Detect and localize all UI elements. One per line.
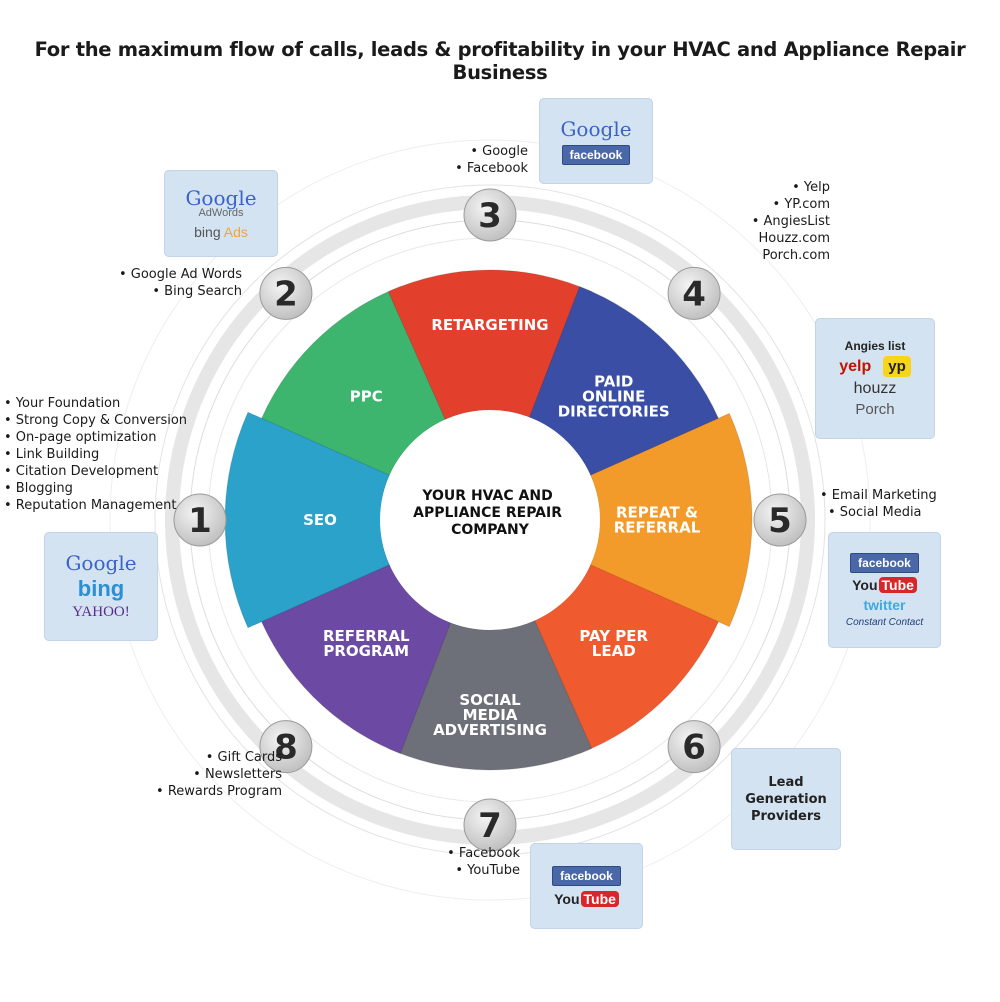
lead-generation-label: Lead Generation Providers: [745, 774, 827, 824]
list-item: • Reputation Management: [4, 498, 177, 513]
seo-logo-box: Google bing YAHOO!: [44, 532, 158, 641]
seo-bullet-list: • Your Foundation • Strong Copy & Conver…: [4, 395, 187, 514]
angies-list-logo: Angies list: [844, 339, 906, 353]
step-number-1: 1: [173, 493, 227, 547]
list-item: • Google: [470, 144, 528, 159]
step-number-7: 7: [463, 798, 517, 852]
step-number-6: 6: [667, 720, 721, 774]
ppc-logo-box: Google AdWords bing Ads: [164, 170, 278, 257]
lead-generation-box: Lead Generation Providers: [731, 748, 841, 850]
google-logo: Google: [560, 116, 632, 141]
directories-bullet-list: • Yelp • YP.com • AngiesList Houzz.com P…: [740, 179, 830, 264]
list-item: • Blogging: [4, 481, 73, 496]
facebook-logo: facebook: [552, 865, 621, 886]
segment-label-seo: SEO: [303, 511, 337, 529]
yahoo-logo: YAHOO!: [72, 604, 130, 620]
svg-text:4: 4: [682, 274, 706, 314]
list-item: • Gift Cards: [205, 750, 282, 765]
houzz-logo: houzz: [853, 380, 897, 397]
list-item: • Yelp: [792, 180, 830, 195]
list-item: • Link Building: [4, 447, 100, 462]
segment-label-ppc: PPC: [350, 387, 383, 405]
constant-contact-logo: Constant Contact: [845, 616, 924, 628]
center-hub: [380, 410, 600, 630]
segment-label-retargeting: RETARGETING: [431, 316, 548, 334]
list-item: • YouTube: [455, 863, 520, 878]
center-label-line-2: APPLIANCE REPAIR: [413, 505, 562, 521]
google-logo: Google: [65, 551, 137, 575]
directories-logo-box: Angies list yelp yp houzz Porch: [815, 318, 935, 439]
svg-text:7: 7: [478, 806, 502, 846]
list-item: • Newsletters: [193, 767, 282, 782]
google-logo: Google AdWords: [185, 186, 257, 219]
repeat-bullet-list: • Email Marketing • Social Media: [820, 487, 937, 521]
list-item: Porch.com: [762, 248, 830, 263]
list-item: • Facebook: [455, 161, 528, 176]
page-title: For the maximum flow of calls, leads & p…: [34, 38, 966, 84]
center-label-line-1: YOUR HVAC AND: [421, 488, 552, 504]
list-item: • Your Foundation: [4, 396, 121, 411]
ppc-bullet-list: • Google Ad Words • Bing Search: [110, 266, 242, 300]
list-item: • Google Ad Words: [118, 267, 242, 282]
social-bullet-list: • Facebook • YouTube: [430, 845, 520, 879]
svg-text:3: 3: [478, 196, 502, 236]
svg-text:1: 1: [188, 501, 212, 541]
list-item: • Citation Development: [4, 464, 159, 479]
facebook-logo: facebook: [561, 144, 631, 165]
svg-text:6: 6: [682, 728, 706, 768]
bing-ads-logo: bing Ads: [194, 224, 248, 240]
retargeting-logo-box: Google facebook: [539, 98, 653, 184]
yelp-logo: yelp: [839, 357, 872, 375]
bing-logo: bing: [77, 576, 125, 601]
svg-text:YOUR HVAC AND APPLIANCE RE: YOUR HVAC AND APPLIANCE REPAIR COMPANY: [413, 488, 567, 538]
list-item: • On-page optimization: [4, 430, 157, 445]
yp-logo: yp: [883, 356, 911, 377]
list-item: • Social Media: [828, 505, 922, 520]
list-item: • Email Marketing: [820, 488, 937, 503]
svg-text:5: 5: [768, 501, 792, 541]
step-number-8: 8: [259, 720, 313, 774]
porch-logo: Porch: [855, 401, 895, 418]
step-number-2: 2: [259, 266, 313, 320]
twitter-logo: twitter: [863, 596, 906, 613]
list-item: • Bing Search: [152, 284, 242, 299]
referral-bullet-list: • Gift Cards • Newsletters • Rewards Pro…: [140, 749, 282, 800]
center-label-line-3: COMPANY: [451, 522, 530, 538]
list-item: • AngiesList: [751, 214, 830, 229]
svg-text:2: 2: [274, 274, 298, 314]
segment-label-repeat-referral: REPEAT &REFERRAL: [614, 504, 701, 537]
retargeting-bullet-list: • Google • Facebook: [440, 143, 528, 177]
list-item: Houzz.com: [758, 231, 830, 246]
svg-text:8: 8: [274, 728, 298, 768]
step-number-3: 3: [463, 188, 517, 242]
list-item: • Strong Copy & Conversion: [4, 413, 188, 428]
list-item: • Rewards Program: [156, 784, 282, 799]
list-item: • YP.com: [772, 197, 830, 212]
facebook-logo: facebook: [850, 552, 919, 573]
step-number-4: 4: [667, 266, 721, 320]
list-item: • Facebook: [447, 846, 520, 861]
step-number-5: 5: [753, 493, 807, 547]
